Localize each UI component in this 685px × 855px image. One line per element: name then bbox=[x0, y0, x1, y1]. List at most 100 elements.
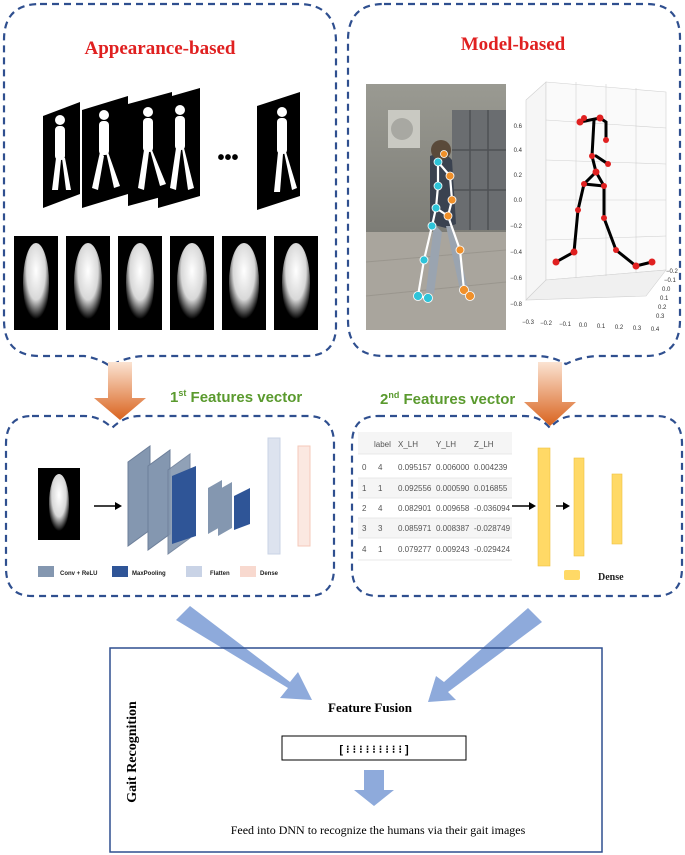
svg-text:0.0: 0.0 bbox=[514, 198, 523, 204]
svg-text:0.000590: 0.000590 bbox=[436, 484, 470, 493]
svg-text:−0.3: −0.3 bbox=[522, 320, 535, 326]
svg-text:1: 1 bbox=[378, 545, 383, 554]
svg-text:−0.6: −0.6 bbox=[510, 276, 523, 282]
cnn-panel-border bbox=[4, 414, 336, 598]
appearance-title: Appearance-based bbox=[85, 38, 236, 59]
legend-swatch-conv bbox=[38, 566, 54, 577]
svg-text:0.2: 0.2 bbox=[615, 325, 624, 331]
svg-text:−0.4: −0.4 bbox=[510, 250, 523, 256]
svg-text:1: 1 bbox=[362, 484, 367, 493]
fused-vector: [ ⁝ ⁝ ⁝ ⁝ ⁝ ⁝ ⁝ ⁝ ⁝ ] bbox=[339, 744, 409, 756]
svg-text:0: 0 bbox=[362, 463, 367, 472]
model-title: Model-based bbox=[461, 34, 566, 55]
svg-text:-0.036094: -0.036094 bbox=[474, 504, 511, 513]
svg-text:0.092556: 0.092556 bbox=[398, 484, 432, 493]
svg-text:3: 3 bbox=[378, 524, 383, 533]
fusion-box: Gait Recognition Feature Fusion [ ⁝ ⁝ ⁝ … bbox=[109, 647, 603, 853]
table-panel-border bbox=[350, 414, 684, 598]
fused-vector-box bbox=[281, 735, 467, 761]
svg-text:−0.1: −0.1 bbox=[559, 322, 572, 328]
svg-text:3: 3 bbox=[362, 524, 367, 533]
svg-text:1: 1 bbox=[378, 484, 383, 493]
appearance-panel-border bbox=[2, 2, 338, 368]
flatten-layer bbox=[267, 437, 281, 555]
svg-text:0.4: 0.4 bbox=[514, 148, 523, 154]
svg-text:0.079277: 0.079277 bbox=[398, 545, 432, 554]
svg-text:−0.2: −0.2 bbox=[666, 269, 679, 275]
dense-legend-label: Dense bbox=[598, 572, 624, 583]
dense-layer bbox=[297, 445, 311, 547]
plot-3d: 0.6 0.4 0.2 0.0 −0.2 −0.4 −0.6 −0.8 −0.3… bbox=[510, 81, 679, 333]
cnn-legend: Conv + ReLU MaxPooling Flatten Dense bbox=[38, 566, 279, 577]
table-panel: label X_LH Y_LH Z_LH 0 4 0.095157 0.0060… bbox=[350, 414, 684, 598]
svg-text:0.006000: 0.006000 bbox=[436, 463, 470, 472]
svg-text:0.009658: 0.009658 bbox=[436, 504, 470, 513]
model-panel: Model-based bbox=[346, 2, 682, 366]
svg-text:−0.2: −0.2 bbox=[540, 321, 553, 327]
table-header-y: Y_LH bbox=[436, 440, 456, 449]
legend-swatch-dense bbox=[240, 566, 256, 577]
cnn-panel: Conv + ReLU MaxPooling Flatten Dense bbox=[4, 414, 336, 598]
dense-legend-swatch bbox=[564, 570, 580, 580]
svg-text:4: 4 bbox=[362, 545, 367, 554]
second-vector-label: 2nd Features vector bbox=[380, 390, 515, 408]
arrow-down-to-dnn bbox=[354, 770, 394, 806]
table-header-label: label bbox=[374, 440, 391, 449]
appearance-panel: Appearance-based ••• bbox=[2, 2, 338, 368]
legend-dense-label: Dense bbox=[260, 571, 279, 577]
svg-text:0.095157: 0.095157 bbox=[398, 463, 432, 472]
y-axis-ticks: 0.3 0.2 0.1 0.0 −0.1 −0.2 bbox=[656, 269, 679, 320]
svg-text:-0.029424: -0.029424 bbox=[474, 545, 511, 554]
silhouette-sequence bbox=[43, 88, 300, 210]
svg-text:0.082901: 0.082901 bbox=[398, 504, 432, 513]
legend-swatch-maxpool bbox=[112, 566, 128, 577]
gei-strip bbox=[14, 236, 318, 330]
dense-arrow-1 bbox=[512, 502, 536, 510]
svg-text:2: 2 bbox=[362, 504, 367, 513]
first-vector-label: 1st Features vector bbox=[170, 388, 302, 406]
svg-text:0.3: 0.3 bbox=[633, 326, 642, 332]
svg-text:−0.2: −0.2 bbox=[510, 224, 523, 230]
svg-text:0.2: 0.2 bbox=[514, 173, 523, 179]
svg-text:−0.1: −0.1 bbox=[664, 278, 677, 284]
legend-maxpool-label: MaxPooling bbox=[132, 571, 166, 577]
svg-text:0.004239: 0.004239 bbox=[474, 463, 508, 472]
table-header-z: Z_LH bbox=[474, 440, 494, 449]
table-row: 2 4 0.082901 0.009658 -0.036094 bbox=[362, 504, 511, 513]
arrow-down-left bbox=[94, 362, 146, 420]
model-panel-border bbox=[346, 2, 682, 366]
svg-text:0.0: 0.0 bbox=[662, 287, 671, 293]
svg-text:0.2: 0.2 bbox=[658, 305, 667, 311]
svg-text:0.009243: 0.009243 bbox=[436, 545, 470, 554]
conv-layers bbox=[127, 445, 250, 555]
svg-text:0.3: 0.3 bbox=[656, 314, 665, 320]
svg-text:0.008387: 0.008387 bbox=[436, 524, 470, 533]
legend-conv-label: Conv + ReLU bbox=[60, 571, 98, 577]
svg-text:0.1: 0.1 bbox=[597, 324, 606, 330]
z-axis-ticks: 0.6 0.4 0.2 0.0 −0.2 −0.4 −0.6 −0.8 bbox=[510, 124, 523, 308]
svg-text:0.6: 0.6 bbox=[514, 124, 523, 130]
x-axis-ticks: −0.3 −0.2 −0.1 0.0 0.1 0.2 0.3 0.4 bbox=[522, 320, 660, 333]
svg-text:0.085971: 0.085971 bbox=[398, 524, 432, 533]
svg-text:0.0: 0.0 bbox=[579, 323, 588, 329]
dense-layer-2 bbox=[573, 457, 585, 557]
table-row: 0 4 0.095157 0.006000 0.004239 bbox=[362, 463, 508, 472]
ellipsis: ••• bbox=[217, 147, 238, 169]
table-header-x: X_LH bbox=[398, 440, 418, 449]
svg-text:4: 4 bbox=[378, 463, 383, 472]
table-row: 1 1 0.092556 0.000590 0.016855 bbox=[362, 484, 508, 493]
pose-photo bbox=[365, 84, 507, 330]
gait-recognition-label: Gait Recognition bbox=[125, 701, 140, 803]
cnn-arrow bbox=[94, 502, 122, 510]
arrow-to-fusion-right bbox=[428, 608, 542, 702]
arrow-to-fusion-left bbox=[176, 606, 312, 700]
legend-swatch-flatten bbox=[186, 566, 202, 577]
svg-text:0.4: 0.4 bbox=[651, 327, 660, 333]
feature-fusion-title: Feature Fusion bbox=[328, 700, 413, 715]
fusion-box-border bbox=[109, 647, 603, 853]
svg-text:-0.028749: -0.028749 bbox=[474, 524, 511, 533]
table-row: 4 1 0.079277 0.009243 -0.029424 bbox=[362, 545, 511, 554]
dense-layer-3 bbox=[611, 473, 623, 545]
svg-text:0.1: 0.1 bbox=[660, 296, 669, 302]
